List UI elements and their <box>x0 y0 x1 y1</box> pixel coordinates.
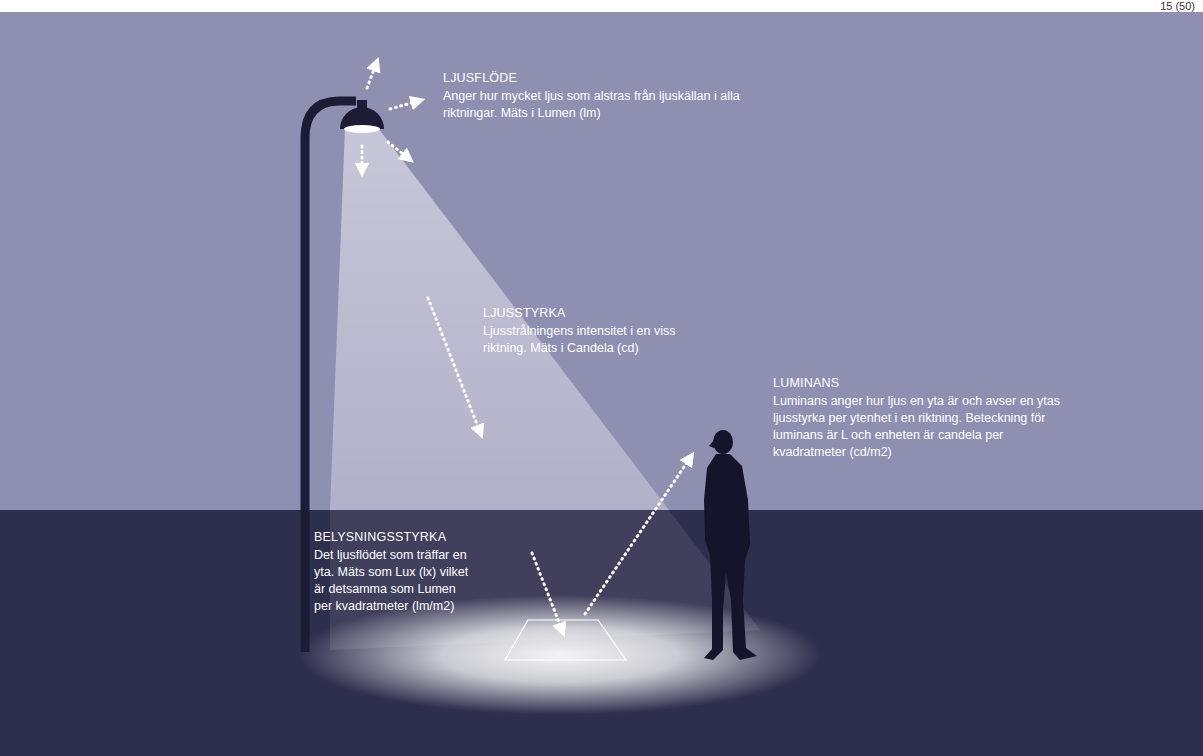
ground-background <box>0 510 1203 756</box>
lamp-glow <box>344 125 380 133</box>
lamp-cap <box>357 100 367 108</box>
description-text: Anger hur mycket ljus som alstras från l… <box>443 88 743 122</box>
description-text: Det ljusflödet som träffar en yta. Mäts … <box>314 547 474 615</box>
flux-arrow-up <box>367 64 376 88</box>
surface-patch <box>505 620 626 660</box>
flux-arrow-down <box>361 146 364 170</box>
person-silhouette <box>704 430 757 660</box>
description-text: Ljusstrålningens intensitet i en viss ri… <box>483 323 698 357</box>
intensity-arrow <box>428 298 480 432</box>
section-heading: BELYSNINGSSTYRKA <box>314 529 479 546</box>
sky-background <box>0 12 1203 510</box>
section-heading: LJUSFLÖDE <box>443 70 743 87</box>
section-heading: LJUSSTYRKA <box>483 305 698 322</box>
section-heading: LUMINANS <box>773 375 1065 392</box>
description-text: Luminans anger hur ljus en yta är och av… <box>773 393 1065 461</box>
flux-arrow-diagonal <box>388 142 408 158</box>
luminance-arrow <box>585 458 690 614</box>
page-number: 15 (50) <box>1160 0 1195 12</box>
illuminance-arrow <box>532 553 562 630</box>
flux-arrow-right <box>390 101 418 109</box>
